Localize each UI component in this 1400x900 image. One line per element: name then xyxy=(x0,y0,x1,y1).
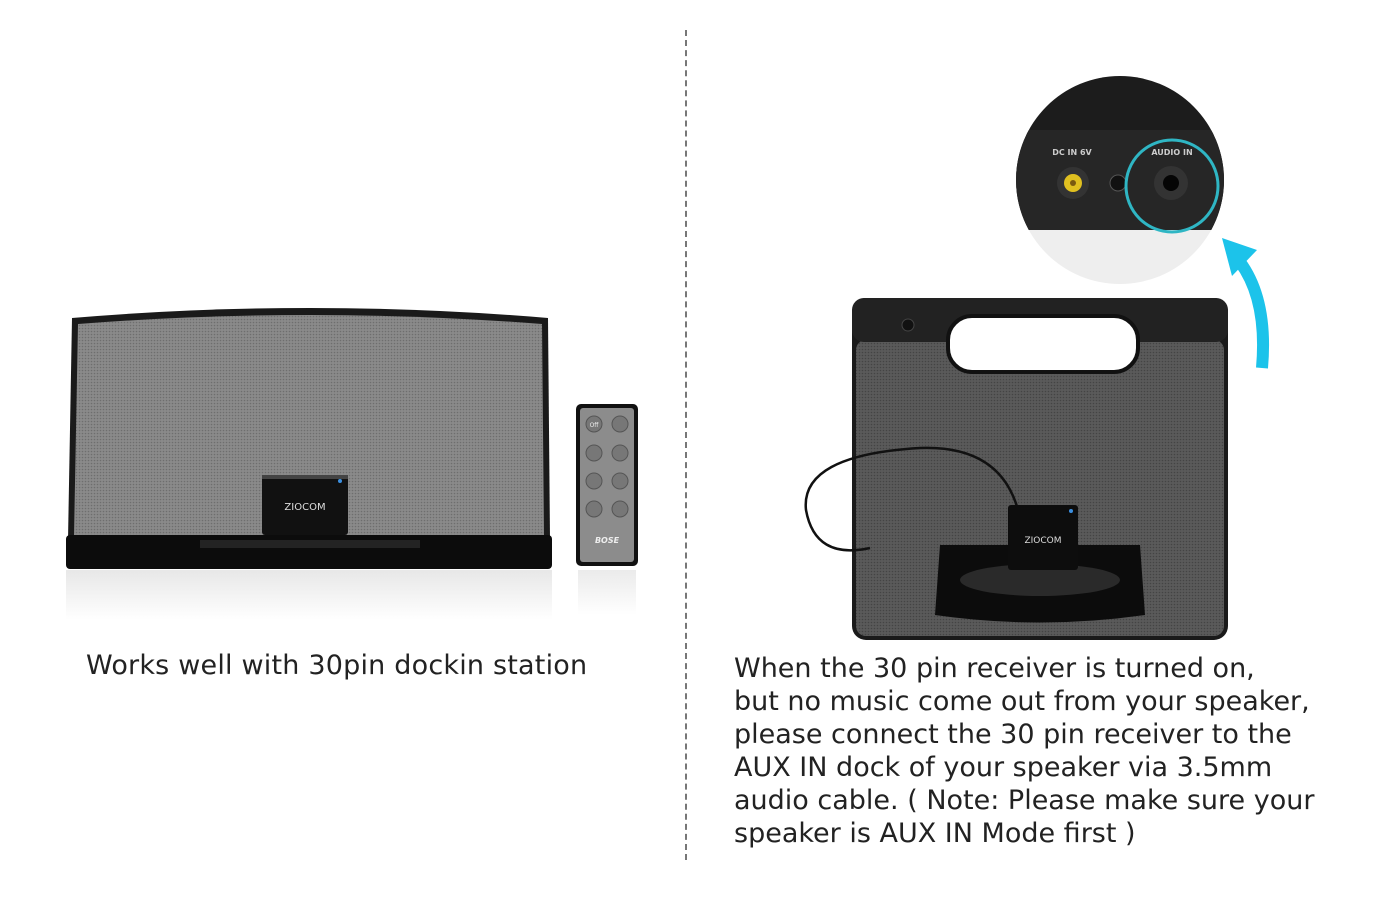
caption-line: speaker is AUX IN Mode first ) xyxy=(734,818,1136,849)
receiver-brand-left: ZIOCOM xyxy=(284,502,325,513)
right-product-illustration: ZIOCOM DC IN 6V AUDIO IN xyxy=(804,76,1270,640)
remote-control: Off BOSE xyxy=(576,404,638,615)
receiver-right: ZIOCOM xyxy=(1008,505,1078,570)
dock-cradle xyxy=(935,545,1145,623)
panel-divider xyxy=(685,30,687,860)
receiver-left: ZIOCOM xyxy=(262,475,348,535)
dc-in-label: DC IN 6V xyxy=(1052,148,1092,157)
arrow-icon xyxy=(1222,238,1270,369)
left-caption: Works well with 30pin dockin station xyxy=(86,650,588,681)
caption-line: AUX IN dock of your speaker via 3.5mm xyxy=(734,752,1273,783)
right-caption: When the 30 pin receiver is turned on, b… xyxy=(734,652,1314,850)
caption-line: but no music come out from your speaker, xyxy=(734,686,1310,717)
docking-speaker xyxy=(66,308,552,620)
audio-in-highlight xyxy=(1124,138,1220,234)
left-product-illustration: ZIOCOM Off BOSE xyxy=(66,308,638,620)
audio-in-label: AUDIO IN xyxy=(1151,148,1192,157)
caption-line: please connect the 30 pin receiver to th… xyxy=(734,719,1292,750)
remote-brand: BOSE xyxy=(595,536,620,545)
caption-line: When the 30 pin receiver is turned on, xyxy=(734,653,1255,684)
caption-line: audio cable. ( Note: Please make sure yo… xyxy=(734,785,1315,816)
remote-off-label: Off xyxy=(590,422,600,429)
audio-port-inset: DC IN 6V AUDIO IN xyxy=(1016,76,1224,284)
receiver-brand-right: ZIOCOM xyxy=(1024,536,1061,546)
